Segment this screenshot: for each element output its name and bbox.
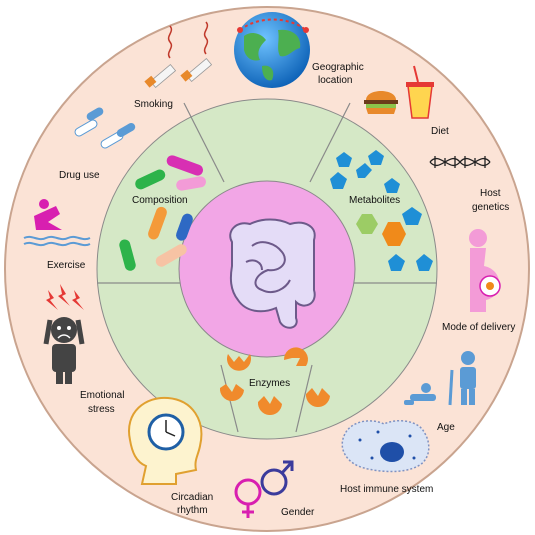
emotional-stress-label-line1: Emotional bbox=[80, 390, 124, 401]
pregnant-woman-icon bbox=[469, 229, 501, 312]
gender-label: Gender bbox=[281, 507, 315, 518]
smoking-label: Smoking bbox=[134, 99, 173, 110]
diet-label: Diet bbox=[431, 126, 449, 137]
metabolite-icons bbox=[330, 150, 433, 271]
host-immune-system-label: Host immune system bbox=[340, 484, 433, 495]
mode-of-delivery-label: Mode of delivery bbox=[442, 322, 515, 333]
geographic-location-label-line2: location bbox=[318, 75, 352, 86]
enzymes-label: Enzymes bbox=[249, 378, 290, 389]
emotional-stress-label-line2: stress bbox=[88, 404, 115, 415]
composition-label: Composition bbox=[132, 195, 188, 206]
pill-icon bbox=[74, 107, 136, 149]
swimmer-icon bbox=[23, 199, 91, 247]
gender-icon bbox=[234, 460, 294, 518]
circadian-rhythm-label-line1: Circadian bbox=[171, 492, 213, 503]
intestine-icon bbox=[229, 218, 316, 329]
clock-head-icon bbox=[128, 396, 203, 485]
inner-ring-dividers bbox=[97, 102, 437, 433]
host-genetics-label-line2: genetics bbox=[472, 202, 509, 213]
circadian-rhythm-label-line2: rhythm bbox=[177, 505, 208, 516]
cigarette-icon bbox=[144, 21, 213, 88]
stressed-person-icon bbox=[43, 284, 85, 384]
drug-use-label: Drug use bbox=[59, 170, 100, 181]
bacteria-icons bbox=[119, 155, 206, 271]
exercise-label: Exercise bbox=[47, 260, 86, 271]
globe-icon bbox=[234, 12, 310, 88]
immune-cell-icon bbox=[341, 419, 430, 473]
food-icon bbox=[364, 65, 434, 119]
metabolites-label: Metabolites bbox=[349, 195, 400, 206]
geographic-location-label-line1: Geographic bbox=[312, 62, 364, 73]
metabolite-hexagon bbox=[382, 222, 406, 246]
enzyme-icons bbox=[219, 347, 330, 416]
host-genetics-label-line1: Host bbox=[480, 188, 501, 199]
age-icon bbox=[404, 351, 476, 406]
age-label: Age bbox=[437, 422, 455, 433]
dna-icon bbox=[429, 156, 491, 168]
metabolite-pentagon bbox=[336, 152, 352, 167]
